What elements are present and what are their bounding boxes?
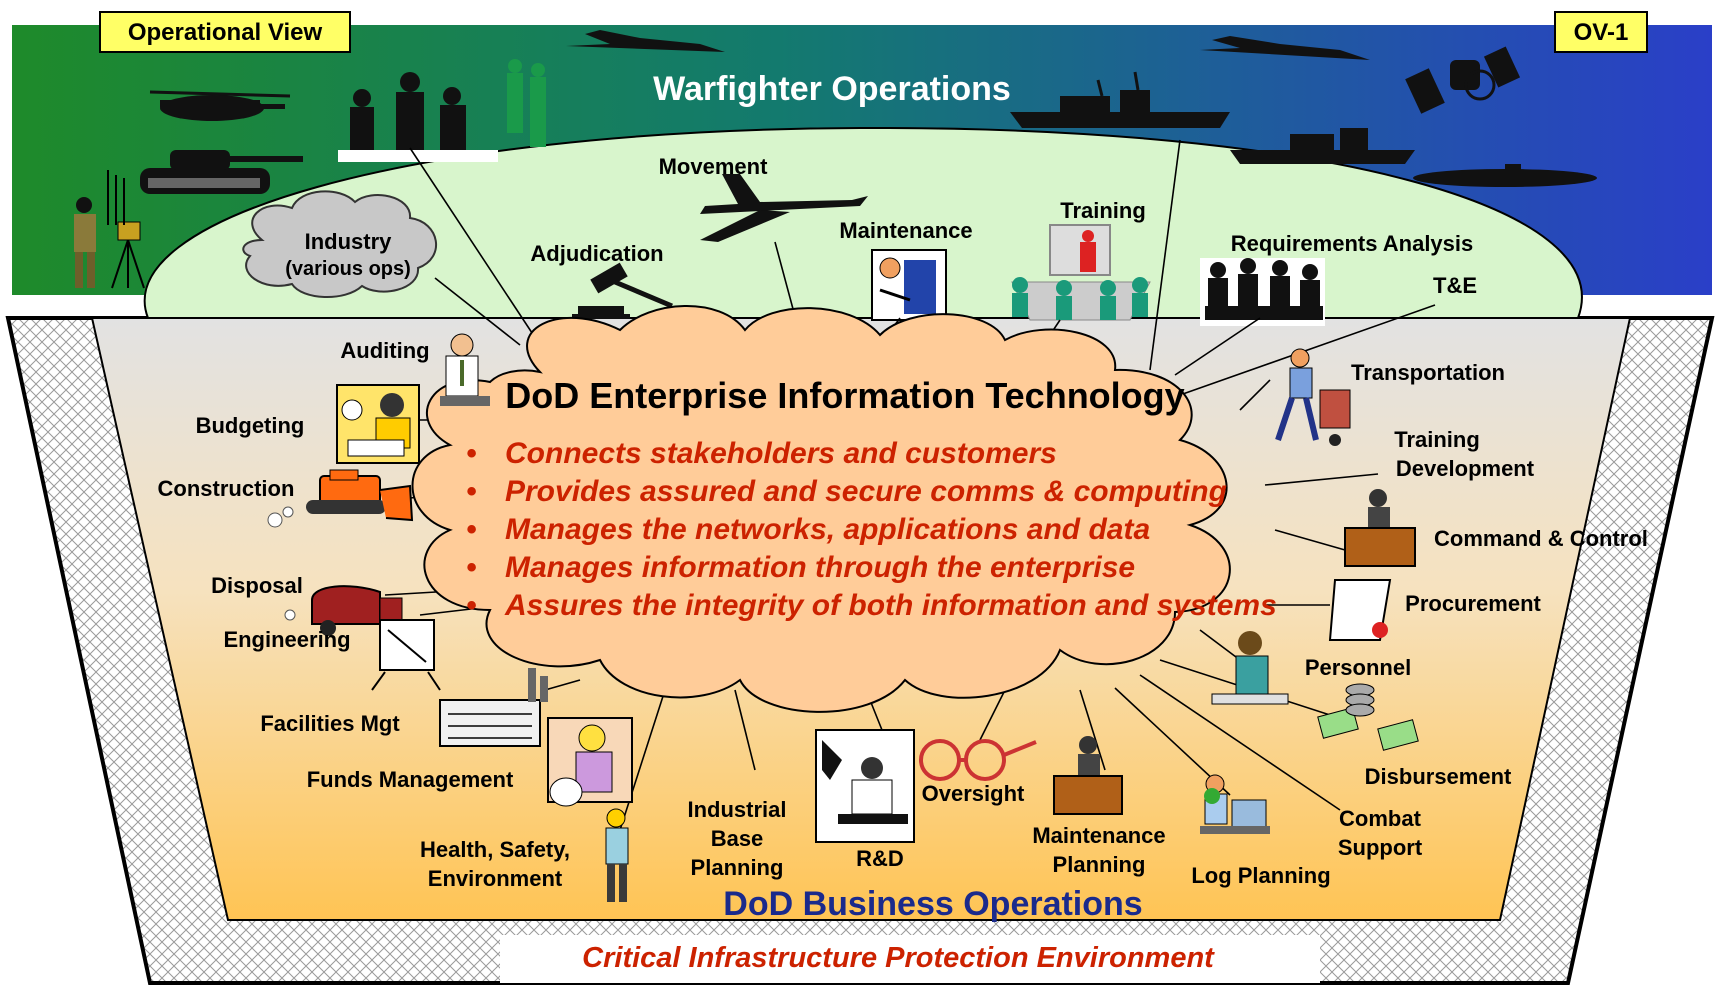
- requirements-analysis-label: Requirements Analysis: [1231, 231, 1474, 256]
- personnel-label: Personnel: [1305, 655, 1411, 680]
- auditing-label: Auditing: [340, 338, 429, 363]
- disposal-label: Disposal: [211, 573, 303, 598]
- ibp-label-line2: Base: [711, 826, 764, 851]
- engineering-label: Engineering: [223, 627, 350, 652]
- td-label-line1: Training: [1394, 427, 1480, 452]
- warship-icon: [1010, 71, 1415, 164]
- cloud-bullet: • Manages information through the enterp…: [466, 551, 1135, 584]
- bullet-glyph: •: [466, 589, 477, 622]
- computer-user-icon: [1200, 774, 1270, 834]
- hse-label-line1: Health, Safety,: [420, 837, 570, 862]
- log-planning-label: Log Planning: [1191, 863, 1330, 888]
- drafting-table-icon: [371, 619, 441, 691]
- desk-official-icon: [1053, 736, 1123, 815]
- cloud-bullet: • Assures the integrity of both informat…: [466, 589, 1277, 622]
- bullet-text: Connects stakeholders and customers: [505, 437, 1057, 470]
- environment-label: Critical Infrastructure Protection Envir…: [582, 942, 1215, 974]
- business-operations-title: DoD Business Operations: [723, 885, 1142, 923]
- td-label-line2: Development: [1396, 456, 1535, 481]
- bullet-glyph: •: [466, 475, 477, 508]
- mp-label-line2: Planning: [1053, 852, 1146, 877]
- rd-label: R&D: [856, 846, 904, 871]
- gavel-icon: [572, 262, 673, 319]
- classroom-icon: [1011, 224, 1151, 321]
- industry-sublabel: (various ops): [285, 258, 411, 280]
- desk-icon: [1344, 489, 1416, 567]
- factory-icon: [439, 668, 548, 747]
- dod-eit-cloud: DoD Enterprise Information Technology • …: [411, 305, 1277, 713]
- facilities-mgt-label: Facilities Mgt: [260, 711, 400, 736]
- medics-icon: [507, 59, 546, 147]
- industry-cloud: Industry (various ops): [242, 190, 437, 298]
- te-label: T&E: [1433, 273, 1477, 298]
- mechanic-icon: [871, 249, 947, 321]
- procurement-label: Procurement: [1405, 591, 1541, 616]
- meeting-icon: [1200, 258, 1325, 326]
- oversight-label: Oversight: [922, 781, 1025, 806]
- construction-label: Construction: [158, 476, 295, 501]
- hse-label-line2: Environment: [428, 866, 563, 891]
- soldier-icon: [74, 170, 145, 289]
- submarine-icon: [1413, 164, 1597, 187]
- bullet-text: Provides assured and secure comms & comp…: [505, 475, 1227, 508]
- cash-stack-icon: [1317, 683, 1419, 751]
- scientist-icon: [815, 729, 915, 843]
- writer-icon: [1211, 631, 1289, 705]
- budgeting-label: Budgeting: [196, 413, 305, 438]
- bullet-glyph: •: [466, 513, 477, 546]
- ov1-tag: OV-1: [1554, 11, 1648, 53]
- airliner-icon: [700, 174, 868, 242]
- troops-icon: [338, 72, 498, 162]
- worker-icon: [605, 808, 629, 902]
- funds-management-label: Funds Management: [307, 767, 514, 792]
- helicopter-icon: [149, 90, 291, 121]
- movement-label: Movement: [659, 154, 768, 179]
- transportation-label: Transportation: [1351, 360, 1505, 385]
- adjudication-label: Adjudication: [530, 241, 663, 266]
- cloud-bullet-list: • Connects stakeholders and customers • …: [466, 437, 1277, 622]
- diploma-icon: [1328, 579, 1392, 641]
- accountant-icon: [440, 333, 490, 406]
- cloud-title: DoD Enterprise Information Technology: [505, 375, 1184, 416]
- bulldozer-icon: [267, 469, 414, 528]
- bullet-text: Manages the networks, applications and d…: [505, 513, 1150, 546]
- training-label: Training: [1060, 198, 1146, 223]
- fighter-jet-icon: [566, 30, 1370, 60]
- ibp-label-line1: Industrial: [687, 797, 786, 822]
- bullet-text: Assures the integrity of both informatio…: [504, 589, 1277, 622]
- cloud-bullet: • Provides assured and secure comms & co…: [466, 475, 1227, 508]
- bullet-text: Manages information through the enterpri…: [505, 551, 1135, 584]
- money-bag-icon: [547, 717, 633, 807]
- cs-label-line1: Combat: [1339, 806, 1422, 831]
- maintenance-label: Maintenance: [839, 218, 972, 243]
- connector-lines: [384, 139, 1436, 831]
- disbursement-label: Disbursement: [1365, 764, 1512, 789]
- command-control-label: Command & Control: [1434, 526, 1648, 551]
- cs-label-line2: Support: [1338, 835, 1423, 860]
- budget-clerk-icon: [336, 384, 420, 464]
- mp-label-line1: Maintenance: [1032, 823, 1165, 848]
- environment-strip: [500, 935, 1320, 983]
- tank-icon: [140, 150, 303, 194]
- industry-label: Industry: [305, 229, 393, 254]
- operational-view-text: Operational View: [128, 19, 323, 46]
- operational-view-tag: Operational View: [99, 11, 351, 53]
- bullet-glyph: •: [466, 551, 477, 584]
- warfighter-title: Warfighter Operations: [653, 70, 1011, 108]
- bullet-glyph: •: [466, 437, 477, 470]
- satellite-icon: [1405, 46, 1521, 114]
- ov1-text: OV-1: [1574, 19, 1629, 46]
- mover-icon: [1275, 348, 1351, 446]
- cloud-bullet: • Connects stakeholders and customers: [466, 437, 1057, 470]
- eyeglasses-icon: [919, 739, 1037, 781]
- cloud-bullet: • Manages the networks, applications and…: [466, 513, 1150, 546]
- ibp-label-line3: Planning: [691, 855, 784, 880]
